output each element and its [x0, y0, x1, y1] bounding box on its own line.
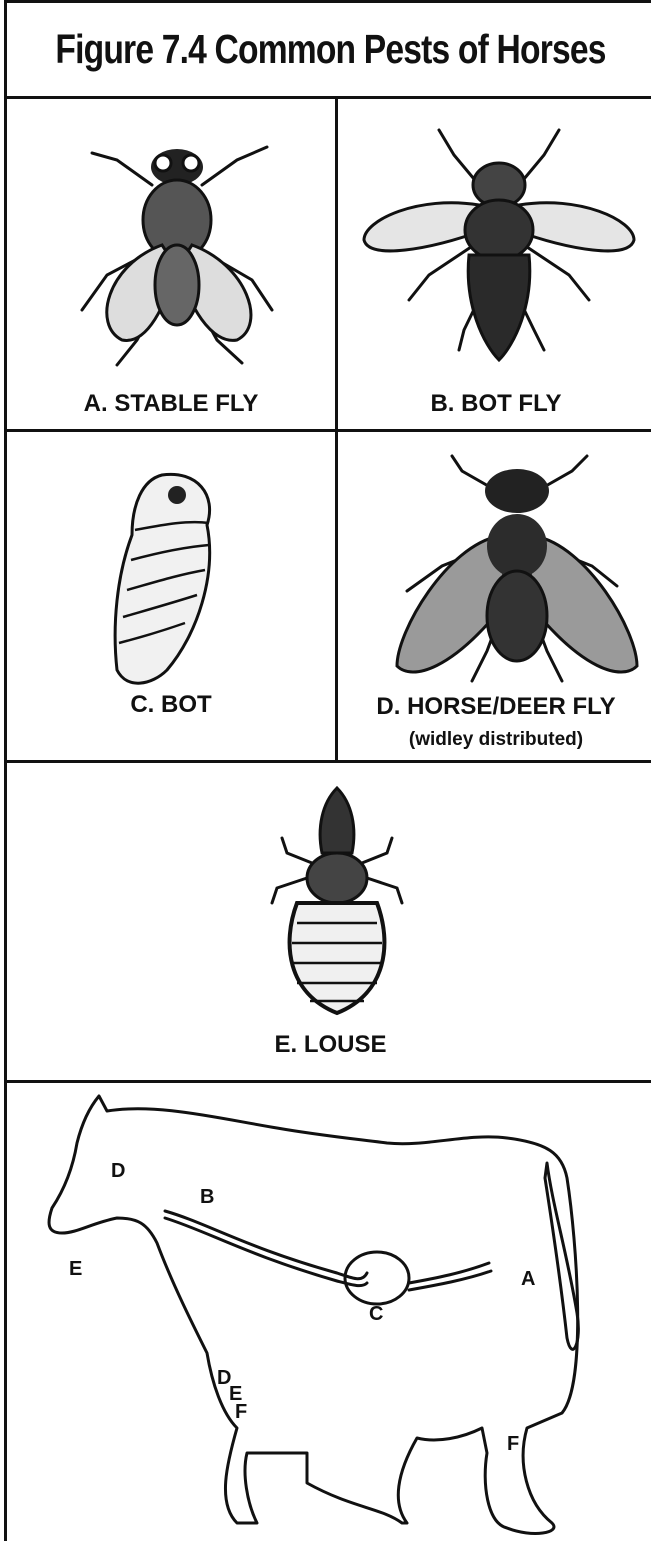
caption-louse: E. LOUSE [7, 1031, 651, 1059]
bot-larva-icon [107, 465, 227, 700]
figure-title-bar: Figure 7.4 Common Pests of Horses [7, 3, 651, 99]
bot-fly-icon [359, 125, 639, 375]
stable-fly-icon [67, 125, 287, 375]
louse-icon [262, 783, 412, 1023]
caption-horse-deer-fly: D. HORSE/DEER FLY [338, 693, 651, 721]
figure-title: Figure 7.4 Common Pests of Horses [55, 26, 605, 73]
horse-label-f-hindleg: F [507, 1433, 519, 1456]
horse-outline-icon [7, 1083, 651, 1544]
horse-label-f-foreleg: F [235, 1401, 247, 1424]
caption-horse-deer-fly-note: (widley distributed) [338, 729, 651, 751]
horse-label-e-muzzle: E [69, 1258, 82, 1281]
horse-label-d-poll: D [111, 1160, 125, 1183]
figure-frame: Figure 7.4 Common Pests of Horses A. STA… [4, 0, 651, 1541]
horse-label-b-neck: B [200, 1186, 214, 1209]
horse-label-c-stomach: C [369, 1303, 383, 1326]
horse-deer-fly-icon [387, 451, 647, 701]
caption-bot: C. BOT [7, 691, 335, 719]
caption-stable-fly: A. STABLE FLY [7, 390, 335, 418]
caption-bot-fly: B. BOT FLY [338, 390, 651, 418]
horse-label-a-rump: A [521, 1268, 535, 1291]
column-divider [335, 99, 338, 432]
